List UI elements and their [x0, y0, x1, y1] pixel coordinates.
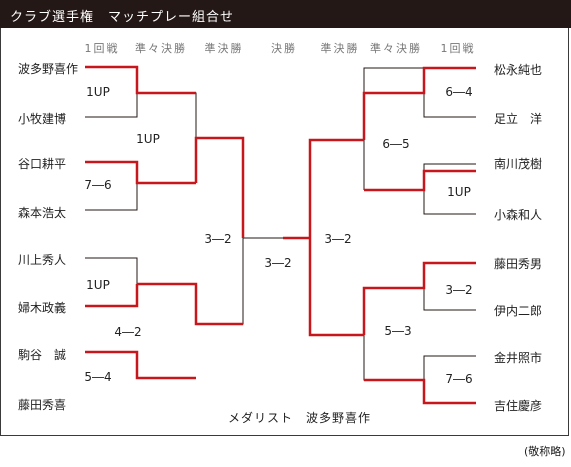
left-line-qf-2: [137, 283, 197, 324]
right-line-qf-2: [363, 335, 424, 381]
left-line-3-1: [85, 257, 138, 284]
round-label-final: 決勝: [271, 42, 297, 55]
left-win-1: [85, 65, 196, 95]
right-player-3: 南川茂樹: [494, 157, 543, 171]
round-label-left-r1: 1回戦: [84, 42, 120, 55]
right-win-3: [362, 261, 476, 335]
left-qf-win-1: [194, 136, 245, 238]
left-player-6: 婦木政義: [18, 301, 67, 315]
score-left-sf: 3―2: [204, 232, 232, 246]
right-player-7: 金井照市: [494, 351, 543, 365]
score-left-qf-1: 1UP: [136, 132, 160, 146]
left-qf-win-2: [137, 282, 243, 326]
left-line-2-4: [85, 183, 138, 211]
right-player-8: 吉住慶彦: [494, 399, 543, 413]
left-player-7: 駒谷 誠: [18, 348, 67, 362]
score-right-qf-2: 5―3: [384, 324, 412, 338]
medalist: メダリスト 波多野喜作: [228, 411, 372, 425]
score-final: 3―2: [264, 256, 292, 270]
left-player-8: 藤田秀喜: [18, 398, 67, 412]
left-player-3: 谷口耕平: [18, 157, 67, 171]
left-player-1: 波多野喜作: [18, 62, 79, 76]
score-left-qf-2: 4―2: [114, 325, 142, 339]
right-qf-win-2: [308, 238, 364, 337]
page-title: クラブ選手権 マッチプレー組合せ: [10, 10, 235, 25]
left-line-1-2: [85, 93, 138, 118]
score-right-sf: 3―2: [324, 232, 352, 246]
score-right-r1-2: 1UP: [447, 185, 471, 199]
right-win-2: [364, 169, 476, 192]
right-player-4: 小森和人: [494, 208, 543, 222]
score-right-r1-4: 7―6: [445, 372, 473, 386]
score-right-r1-1: 6―4: [445, 85, 473, 99]
score-left-r1-3: 1UP: [86, 278, 110, 292]
round-label-left-qf: 準々決勝: [135, 42, 187, 55]
footnote: (敬称略): [524, 445, 566, 458]
score-left-r1-2: 7―6: [84, 178, 112, 192]
right-player-1: 松永純也: [494, 63, 543, 77]
left-win-2: [85, 160, 196, 185]
score-left-r1-1: 1UP: [86, 85, 110, 99]
left-line-sf: [196, 238, 244, 325]
right-player-5: 藤田秀男: [494, 257, 543, 271]
right-player-6: 伊内二郎: [494, 304, 543, 318]
right-line-4-1: [423, 355, 476, 380]
left-player-5: 川上秀人: [18, 253, 67, 267]
round-label-right-sf: 準決勝: [320, 42, 360, 55]
score-left-r1-4: 5―4: [84, 370, 112, 384]
score-right-r1-3: 3―2: [445, 283, 473, 297]
right-line-qf-1: [363, 67, 424, 140]
right-win-4: [364, 378, 476, 405]
round-label-right-qf: 準々決勝: [370, 42, 422, 55]
left-win-3: [85, 284, 139, 308]
left-player-4: 森本浩太: [18, 206, 67, 220]
right-win-1: [362, 66, 476, 140]
round-label-left-sf: 準決勝: [204, 42, 244, 55]
right-qf-win-1: [308, 138, 364, 238]
right-player-2: 足立 洋: [494, 112, 543, 126]
left-win-4: [85, 350, 196, 380]
score-right-qf-1: 6―5: [382, 137, 410, 151]
round-label-right-r1: 1回戦: [440, 42, 476, 55]
title-bar: クラブ選手権 マッチプレー組合せ: [0, 0, 571, 28]
left-player-2: 小牧建博: [18, 112, 67, 126]
